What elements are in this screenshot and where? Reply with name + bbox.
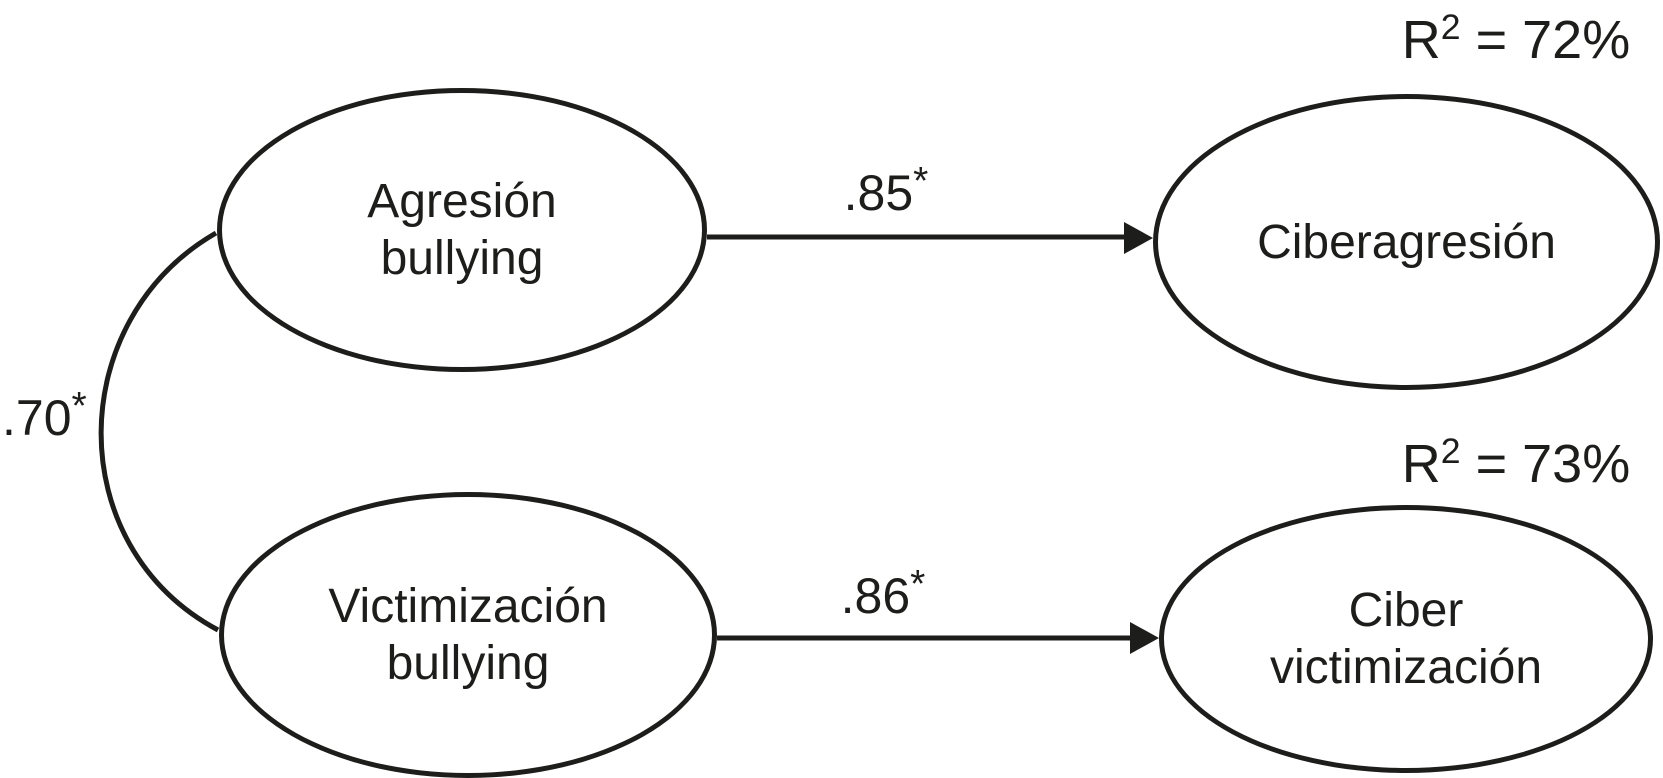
significance-asterisk: *	[913, 160, 929, 204]
coefficient-value: .85	[843, 165, 914, 221]
node-label-line: Ciber	[1348, 584, 1464, 637]
r-squared-value: = 72%	[1460, 10, 1631, 70]
node-label-line: Ciberagresión	[1257, 215, 1556, 269]
node-agresion-bullying: Agresión bullying	[217, 88, 707, 372]
node-label-line: Victimización	[328, 580, 608, 633]
r-squared-ciberagresion: R2 = 72%	[1366, 10, 1663, 70]
node-ciber-victimizacion: Ciber victimización	[1159, 505, 1653, 773]
r-squared-exponent: 2	[1440, 7, 1461, 48]
coefficient-value: .86	[840, 568, 911, 624]
coefficient-victimizacion-to-cibervictimizacion: .86*	[783, 565, 983, 624]
arrowhead-agresion-to-ciberagresion	[1124, 222, 1153, 254]
significance-asterisk: *	[910, 563, 926, 607]
r-squared-symbol: R	[1401, 10, 1441, 70]
significance-asterisk: *	[71, 385, 87, 429]
r-squared-ciber-victimizacion: R2 = 73%	[1366, 434, 1663, 494]
node-label-line: Agresión	[367, 175, 557, 228]
coefficient-agresion-to-ciberagresion: .85*	[786, 162, 986, 221]
covariance-curve-agresion-victimizacion	[98, 230, 220, 633]
node-label-line: bullying	[386, 637, 550, 690]
node-label-line: victimización	[1269, 641, 1543, 694]
r-squared-value: = 73%	[1460, 434, 1631, 494]
arrowhead-victimizacion-to-cibervictimizacion	[1130, 622, 1159, 654]
r-squared-symbol: R	[1401, 434, 1441, 494]
node-label-line: bullying	[380, 232, 544, 285]
coefficient-value: .70	[2, 390, 72, 446]
node-victimizacion-bullying: Victimización bullying	[219, 492, 717, 778]
node-ciberagresion: Ciberagresión	[1153, 94, 1660, 390]
r-squared-exponent: 2	[1440, 431, 1461, 472]
coefficient-agresion-victimizacion-covariance: .70*	[2, 387, 87, 446]
